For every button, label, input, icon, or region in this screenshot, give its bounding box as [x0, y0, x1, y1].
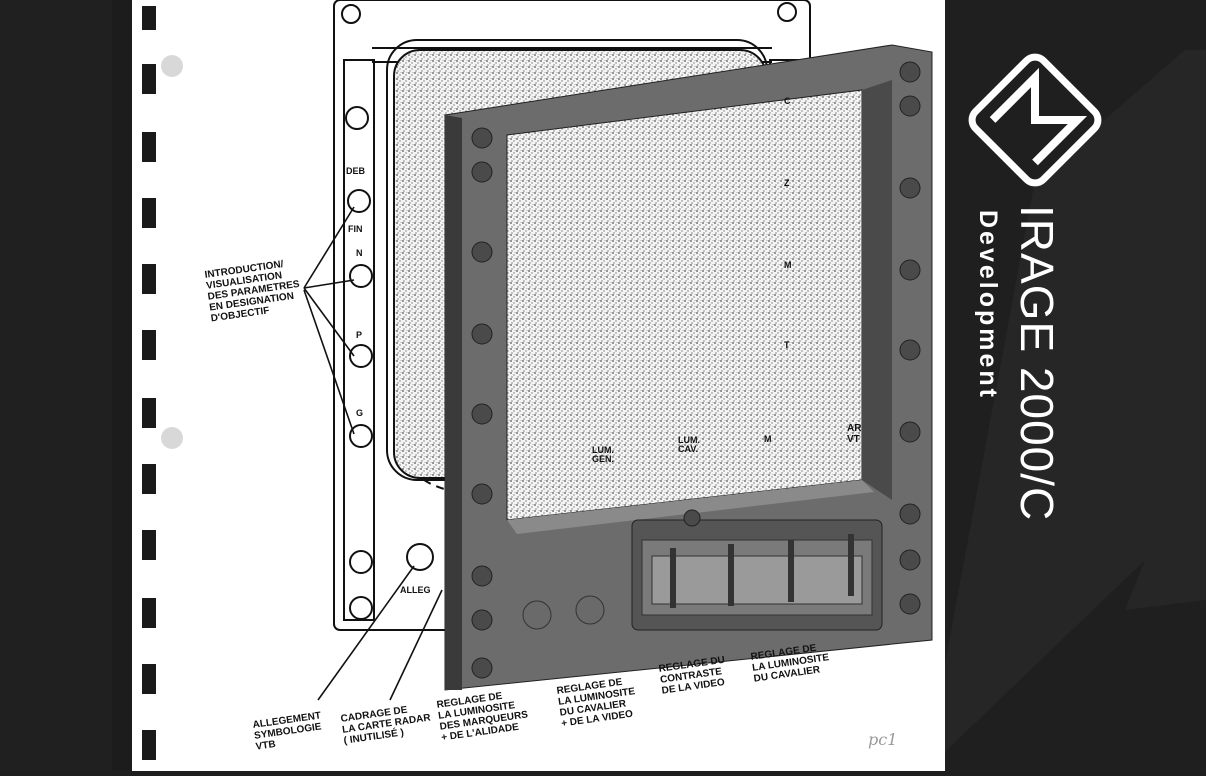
left-button-column [341, 4, 373, 620]
brand-title: IRAGE 2000/C [1011, 205, 1063, 522]
button-label-n: N [356, 248, 363, 258]
knob-label-lum-gen: LUM. GEN. [592, 445, 615, 464]
button-label-fin: FIN [348, 224, 363, 234]
knob-label-alleg: ALLEG [400, 585, 431, 595]
binder-holes [112, 0, 132, 771]
button-label-g: G [356, 408, 364, 418]
button-label-p: P [356, 330, 363, 340]
brand-panel [945, 0, 1206, 771]
knob-label-lum-cav: LUM. CAV. [678, 435, 700, 454]
m2-logo-icon [968, 53, 1102, 187]
scanned-manual-page: INTRODUCTION/ VISUALISATION DES PARAMETR… [132, 0, 945, 771]
handwritten-page-note: pc1 [868, 730, 898, 749]
bezel-3d-model [444, 44, 933, 691]
button-label-c: C [784, 96, 791, 106]
binder-marks [142, 6, 156, 760]
callout-partial: AR VT [847, 423, 862, 445]
button-label-m2: M [764, 434, 772, 444]
brand-subtitle: Development [974, 210, 1002, 400]
button-label-deb: DEB [346, 166, 366, 176]
left-binder-strip [0, 0, 132, 771]
button-label-t: T [784, 340, 790, 350]
panel-drawing [142, 0, 933, 760]
brand-watermark [945, 50, 1206, 752]
button-label-z: Z [784, 178, 790, 188]
button-label-m: M [784, 260, 792, 270]
